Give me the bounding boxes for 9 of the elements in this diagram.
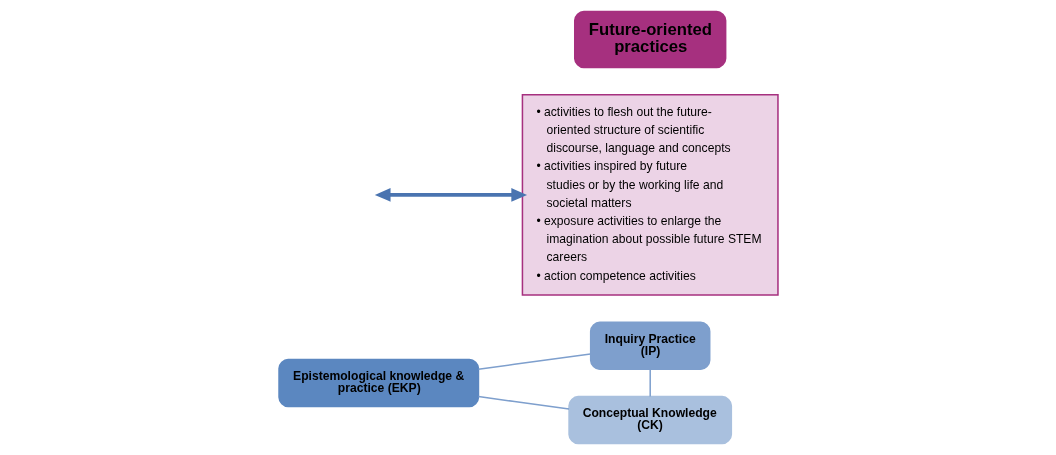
node-box: Future-oriented practices bbox=[573, 10, 726, 69]
node-box: Epistemological knowledge & practice (EKP) bbox=[277, 358, 479, 408]
node-box: Inquiry Practice (IP) bbox=[589, 321, 710, 371]
connector bbox=[648, 368, 651, 398]
node-box: Conceptual Knowledge (CK) bbox=[567, 395, 732, 445]
connector bbox=[477, 353, 591, 371]
connector bbox=[477, 395, 570, 410]
arrow bbox=[374, 188, 527, 202]
node-box: • activities to flesh out the future-oriented structure of scientific discourse, language and concepts • activities inspired by future studies or by the working life and societal matters • exposure activities to enlarge the imagination about possible future STEM careers • action competence activities bbox=[521, 94, 779, 296]
